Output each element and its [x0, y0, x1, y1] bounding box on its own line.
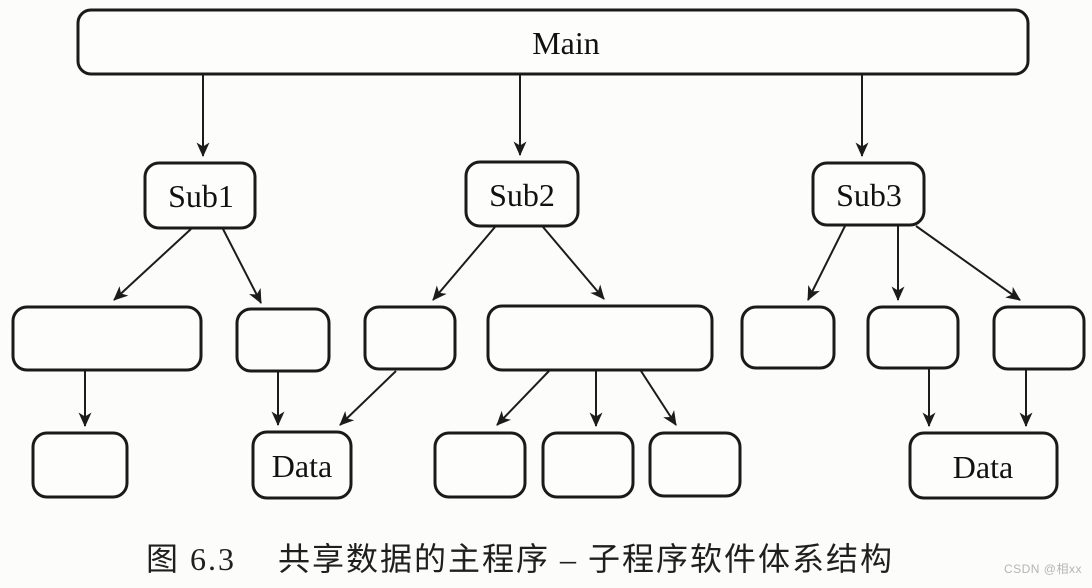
node-boxG	[992, 305, 1086, 371]
figure-title: 共享数据的主程序 – 子程序软件体系结构	[278, 541, 895, 577]
node-sub3-box	[811, 161, 926, 227]
watermark: CSDN @相xx	[1003, 562, 1082, 576]
edge-boxD-boxI	[496, 370, 550, 426]
node-boxB	[235, 307, 331, 373]
node-boxE	[740, 305, 836, 370]
node-boxF	[866, 305, 960, 370]
node-sub1-box	[143, 161, 257, 230]
node-data-right-label: Data	[953, 449, 1013, 485]
figure-number: 图 6.3	[145, 541, 236, 577]
edge-sub1-boxA	[113, 228, 192, 301]
node-boxH	[31, 431, 129, 499]
node-data-right-box	[908, 431, 1059, 500]
node-data-left-label: Data	[272, 448, 332, 484]
node-sub1-label: Sub1	[168, 178, 234, 214]
edge-sub2-boxC	[432, 226, 496, 301]
edge-sub3-boxG	[915, 225, 1021, 301]
node-sub3-label: Sub3	[836, 177, 902, 213]
architecture-diagram: Main Sub1 Sub2 Sub3 Data Data	[11, 8, 1086, 500]
node-main-box	[76, 8, 1030, 76]
node-boxI	[433, 431, 527, 499]
edge-sub3-boxE	[807, 225, 846, 301]
node-boxA	[11, 305, 203, 372]
node-boxD	[486, 304, 714, 372]
edge-sub1-boxB	[222, 228, 262, 304]
node-data-left-box	[251, 430, 353, 500]
node-sub2-label: Sub2	[489, 177, 555, 213]
node-boxK	[648, 431, 742, 498]
edge-boxC-data-left	[339, 370, 397, 426]
node-sub2-box	[464, 160, 580, 228]
edge-boxD-boxK	[640, 370, 677, 426]
figure-caption: 图 6.3 共享数据的主程序 – 子程序软件体系结构	[0, 534, 1040, 580]
node-boxJ	[541, 431, 635, 499]
node-boxC	[363, 305, 457, 371]
edge-sub2-boxD	[542, 226, 605, 300]
node-main-label: Main	[532, 25, 600, 61]
